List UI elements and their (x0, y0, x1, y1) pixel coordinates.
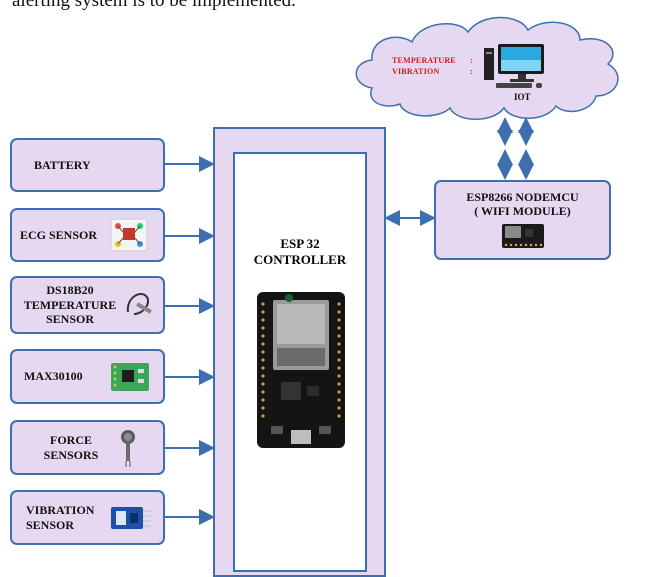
temperature-sensor-label: DS18B20 TEMPERATURE SENSOR (23, 283, 117, 327)
force-sensor-icon (121, 429, 135, 467)
wifi-module-subtitle: ( WIFI MODULE) (474, 204, 571, 219)
vibration-sensor-icon (111, 506, 151, 529)
cloud-temperature-label: TEMPERATURE (392, 56, 456, 65)
ecg-sensor-box: ECG SENSOR (10, 208, 165, 262)
battery-box: BATTERY (10, 138, 165, 192)
vibration-sensor-label: VIBRATION SENSOR (26, 503, 95, 532)
controller-label-line2: CONTROLLER (253, 252, 347, 268)
controller-label: ESP 32 CONTROLLER (233, 236, 367, 269)
max30100-box: MAX30100 (10, 349, 165, 404)
esp32-board-icon (257, 292, 345, 448)
wifi-module-title: ESP8266 NODEMCU (466, 190, 579, 204)
vibration-sensor-box: VIBRATION SENSOR (10, 490, 165, 545)
controller-label-line1: ESP 32 (280, 236, 320, 251)
force-sensors-box: FORCE SENSORS (10, 420, 165, 475)
ds18b20-probe-icon (126, 293, 152, 315)
header-text-fragment: alerting system is to be implemented. (12, 0, 296, 11)
temperature-sensor-box: DS18B20 TEMPERATURE SENSOR (10, 276, 165, 334)
battery-label: BATTERY (34, 157, 91, 172)
ecg-sensor-label: ECG SENSOR (20, 227, 98, 242)
iot-label: IOT (514, 92, 531, 102)
force-sensors-label: FORCE SENSORS (43, 433, 99, 462)
wifi-module-box: ESP8266 NODEMCU ( WIFI MODULE) (434, 180, 611, 260)
max30100-board-icon (111, 362, 149, 391)
ecg-sensor-icon (110, 218, 148, 252)
max30100-label: MAX30100 (24, 369, 83, 384)
cloud-separator: : (470, 56, 473, 65)
computer-icon (484, 44, 544, 88)
esp8266-board-icon (501, 223, 544, 248)
cloud-separator: : (470, 67, 473, 76)
cloud-vibration-label: VIBRATION (392, 67, 440, 76)
